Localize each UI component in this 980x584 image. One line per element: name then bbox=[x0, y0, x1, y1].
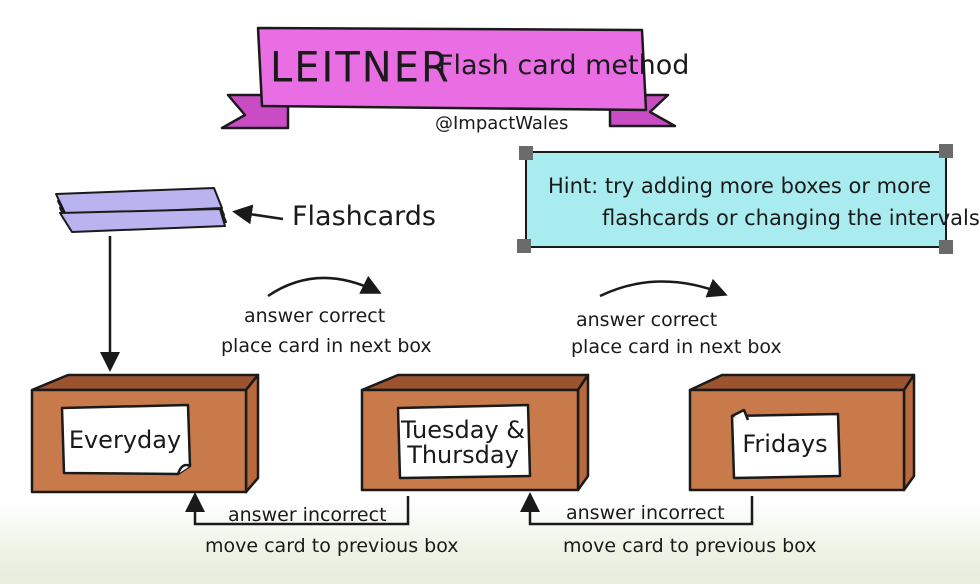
title-main: LEITNER bbox=[270, 43, 451, 93]
hint-line-1: Hint: try adding more boxes or more bbox=[548, 174, 932, 198]
incorrect-arrow-2 bbox=[520, 492, 754, 526]
hint-corner-tr bbox=[939, 144, 953, 158]
hint-corner-bl bbox=[517, 239, 531, 253]
title-subtitle: Flash card method bbox=[438, 50, 690, 81]
incorrect-note-2-line-1: answer incorrect bbox=[566, 502, 725, 524]
hint-corner-br bbox=[939, 240, 953, 254]
box-label-line-1: Tuesday & bbox=[401, 416, 525, 444]
correct-arrow-2 bbox=[599, 278, 728, 298]
flashcards-label: Flashcards bbox=[292, 201, 436, 232]
hint-note bbox=[517, 144, 953, 254]
credit-handle: @ImpactWales bbox=[435, 113, 569, 134]
hint-line-2: flashcards or changing the intervals bbox=[602, 206, 980, 230]
ribbon-main bbox=[256, 26, 648, 112]
box-label-everyday: Everyday bbox=[68, 426, 182, 454]
correct-arrow-1 bbox=[267, 275, 382, 298]
flashcard-stack bbox=[55, 187, 227, 233]
box-everyday bbox=[30, 373, 260, 494]
correct-note-1-line-2: place card in next box bbox=[221, 335, 432, 357]
title-ribbon bbox=[220, 26, 677, 130]
hint-corner-tl bbox=[519, 146, 533, 160]
hint-background bbox=[525, 151, 947, 248]
box-fridays bbox=[688, 373, 916, 492]
box-tuesday-thursday bbox=[360, 373, 590, 492]
flashcards-pointer-arrow bbox=[232, 204, 284, 225]
incorrect-note-1-line-1: answer incorrect bbox=[228, 504, 387, 526]
correct-note-1-line-1: answer correct bbox=[244, 305, 386, 327]
box-label-tuesday-thursday: Tuesday & Thursday bbox=[398, 416, 528, 470]
box-label-fridays: Fridays bbox=[742, 430, 828, 458]
correct-note-2-line-2: place card in next box bbox=[571, 336, 782, 358]
incorrect-note-2-line-2: move card to previous box bbox=[563, 535, 817, 557]
incorrect-arrow-1 bbox=[185, 492, 410, 526]
incorrect-note-1-line-2: move card to previous box bbox=[205, 535, 459, 557]
box-label-line-2: Thursday bbox=[407, 441, 519, 470]
correct-note-2-line-1: answer correct bbox=[576, 309, 718, 331]
